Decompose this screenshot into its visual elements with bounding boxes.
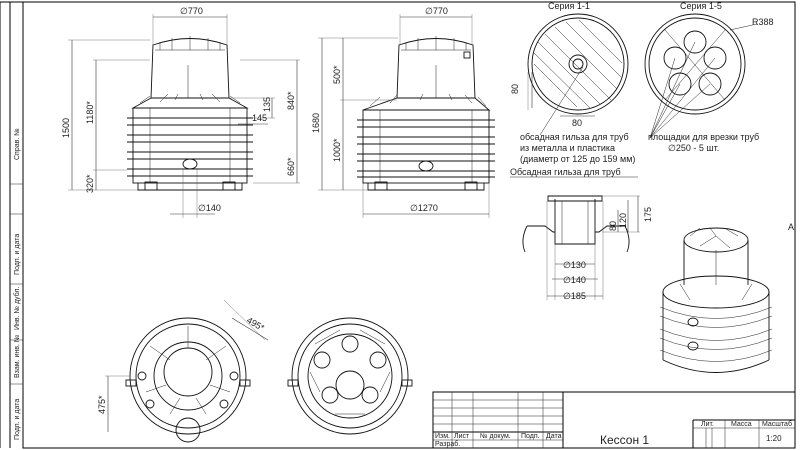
dim-495: 495* bbox=[245, 315, 266, 333]
tb-drawing-name: Кессон 1 bbox=[600, 433, 649, 447]
tb-col-izm: Изм. bbox=[435, 433, 450, 440]
title-block: Изм. Лист № докум. Подп. Дата Разраб. Ке… bbox=[432, 391, 796, 449]
dim-1000: 1000* bbox=[332, 138, 342, 162]
sleeve-dim-175: 175 bbox=[643, 207, 653, 222]
dim-140: ∅140 bbox=[198, 203, 221, 213]
tb-col-list: Лист bbox=[454, 433, 470, 440]
stamp-inv-dubl: Инв. № дубл. bbox=[13, 287, 21, 330]
plan-view-left: 495* 475* bbox=[97, 299, 269, 443]
sleeve-dim-120: 120 bbox=[618, 213, 628, 228]
series-1-5-r388: R388 bbox=[752, 17, 774, 27]
sleeve-dim-d185: ∅185 bbox=[563, 291, 586, 301]
tb-col-podp: Подп. bbox=[521, 433, 540, 440]
dim-500: 500* bbox=[332, 65, 342, 84]
dim-770-right: ∅770 bbox=[425, 6, 448, 16]
tb-masshtab: Масштаб bbox=[762, 420, 792, 428]
front-view-left: ∅770 1500 1180* 320* 135 145 840* 660* ∅… bbox=[61, 6, 300, 218]
sleeve-dim-d140: ∅140 bbox=[563, 275, 586, 285]
sleeve-dim-d130: ∅130 bbox=[563, 260, 586, 270]
casing-note-line2: из металла и пластика bbox=[520, 143, 615, 153]
dim-1180: 1180* bbox=[85, 101, 95, 124]
tb-razrab: Разраб. bbox=[435, 440, 460, 448]
side-stamp-strip: Справ. № Подп. и дата Инв. № дубл. Взам.… bbox=[0, 2, 23, 448]
dim-1270: ∅1270 bbox=[410, 203, 438, 213]
isometric-view bbox=[659, 227, 773, 373]
tb-lit: Лит. bbox=[701, 421, 714, 428]
stamp-sprav: Справ. № bbox=[14, 128, 21, 160]
series-1-1-dim-80b: 80 bbox=[572, 118, 582, 128]
sleeve-dim-80: 80 bbox=[608, 221, 618, 231]
dim-145: 145 bbox=[252, 113, 267, 123]
dim-1500: 1500 bbox=[61, 118, 71, 138]
plan-view-right bbox=[287, 317, 413, 435]
dim-840: 840* bbox=[286, 91, 296, 110]
tb-scale: 1:20 bbox=[766, 434, 782, 443]
dim-1680: 1680 bbox=[311, 113, 321, 133]
stamp-podp-data-2: Подп. и дата bbox=[14, 399, 21, 440]
pads-note-line1: площадки для врезки труб bbox=[648, 132, 759, 142]
casing-sleeve-section: Обсадная гильза для труб 80 120 175 ∅130… bbox=[510, 167, 653, 301]
tb-col-ndoc: № докум. bbox=[480, 433, 511, 440]
pads-note-line2: ∅250 - 5 шт. bbox=[668, 143, 719, 153]
series-1-1-dim-80a: 80 bbox=[510, 84, 520, 94]
dim-770: ∅770 bbox=[180, 6, 203, 16]
tb-massa: Масса bbox=[731, 421, 752, 428]
dim-475: 475* bbox=[97, 395, 107, 414]
sheet-frame bbox=[22, 1, 796, 449]
dim-660: 660* bbox=[286, 157, 296, 176]
tb-col-data: Дата bbox=[546, 433, 562, 440]
dim-320: 320* bbox=[85, 174, 95, 193]
stamp-podp-data-1: Подп. и дата bbox=[14, 234, 21, 275]
series-1-5-view: Серия 1-5 R388 площадки для врезки труб … bbox=[644, 1, 774, 153]
series-1-5-label: Серия 1-5 bbox=[680, 1, 722, 11]
casing-section-title: Обсадная гильза для труб bbox=[510, 167, 621, 177]
series-1-1-view: Серия 1-1 80 80 обсадная гильза для труб… bbox=[510, 1, 635, 164]
series-1-1-label: Серия 1-1 bbox=[548, 1, 590, 11]
sheet-edge-letter: А bbox=[788, 222, 794, 232]
casing-note-line3: (диаметр от 125 до 159 мм) bbox=[520, 154, 635, 164]
dim-135: 135 bbox=[262, 97, 272, 112]
front-view-right: ∅770 1680 500* 1000* ∅1270 bbox=[311, 6, 495, 218]
casing-note-line1: обсадная гильза для труб bbox=[520, 132, 629, 142]
stamp-vzam-inv: Взам. инв. № bbox=[14, 335, 21, 378]
